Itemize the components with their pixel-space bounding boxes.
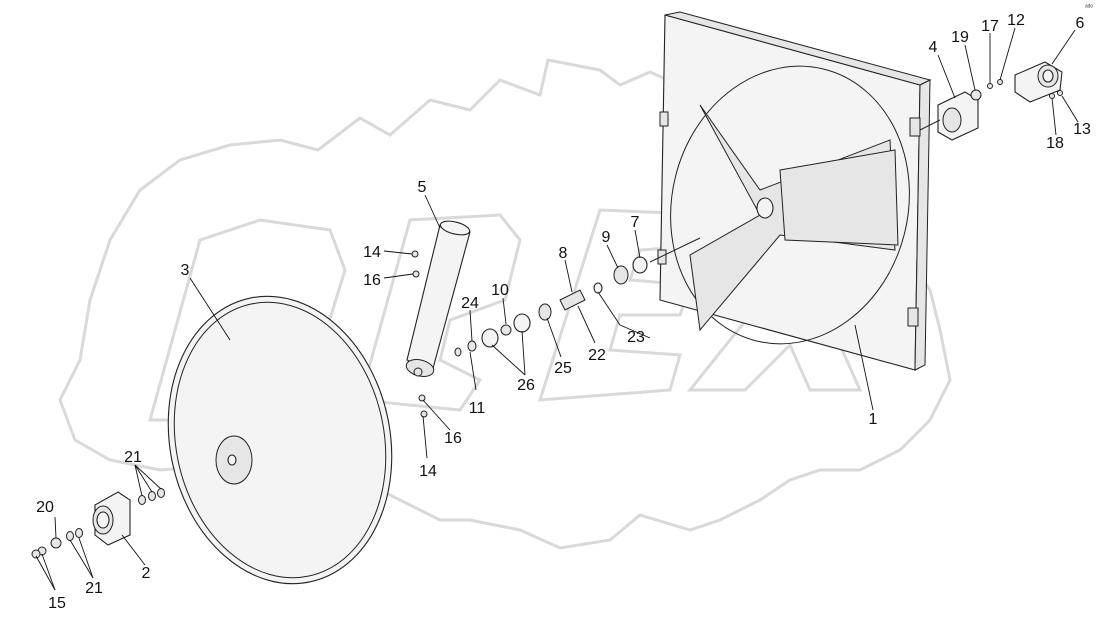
label-6: 6 [1076,15,1085,32]
label-25: 25 [554,360,572,377]
label-8: 8 [559,245,568,262]
label-10: 10 [491,282,509,299]
label-26: 26 [517,377,535,394]
part-4-flange [919,91,979,141]
label-21-top: 21 [124,449,142,466]
label-11: 11 [469,400,486,417]
label-4: 4 [929,39,938,56]
label-24: 24 [461,295,479,312]
part-5-tube [405,220,471,377]
label-14-bottom: 14 [419,463,437,480]
label-17: 17 [981,18,999,35]
label-14-top: 14 [363,244,381,261]
label-7: 7 [631,214,640,231]
label-23: 23 [627,329,645,346]
label-2: 2 [142,565,151,582]
label-13: 13 [1073,121,1091,138]
label-12: 12 [1007,12,1025,29]
label-15: 15 [48,595,66,612]
bolts-14-16 [411,250,428,418]
callout-labels: 1 2 3 4 5 6 7 8 9 10 11 12 13 14 14 15 1… [36,12,1091,612]
label-21-bottom: 21 [85,580,103,597]
part-1-fan-frame [657,11,932,371]
label-22: 22 [588,347,606,364]
part-2-gearbox [92,491,131,546]
label-19: 19 [951,29,969,46]
corner-mark: ᵃᵈᵉ [1085,4,1093,11]
label-5: 5 [418,179,427,196]
label-1: 1 [869,411,878,428]
label-3: 3 [181,262,190,279]
part-3-disc [167,295,393,585]
label-18: 18 [1046,135,1064,152]
shaft-small-parts [454,237,701,357]
label-16-bottom: 16 [444,430,462,447]
leader-lines [35,27,1079,591]
label-9: 9 [602,229,611,246]
label-16-top: 16 [363,272,381,289]
label-20: 20 [36,499,54,516]
part-6-bearing-housing [1014,61,1063,103]
